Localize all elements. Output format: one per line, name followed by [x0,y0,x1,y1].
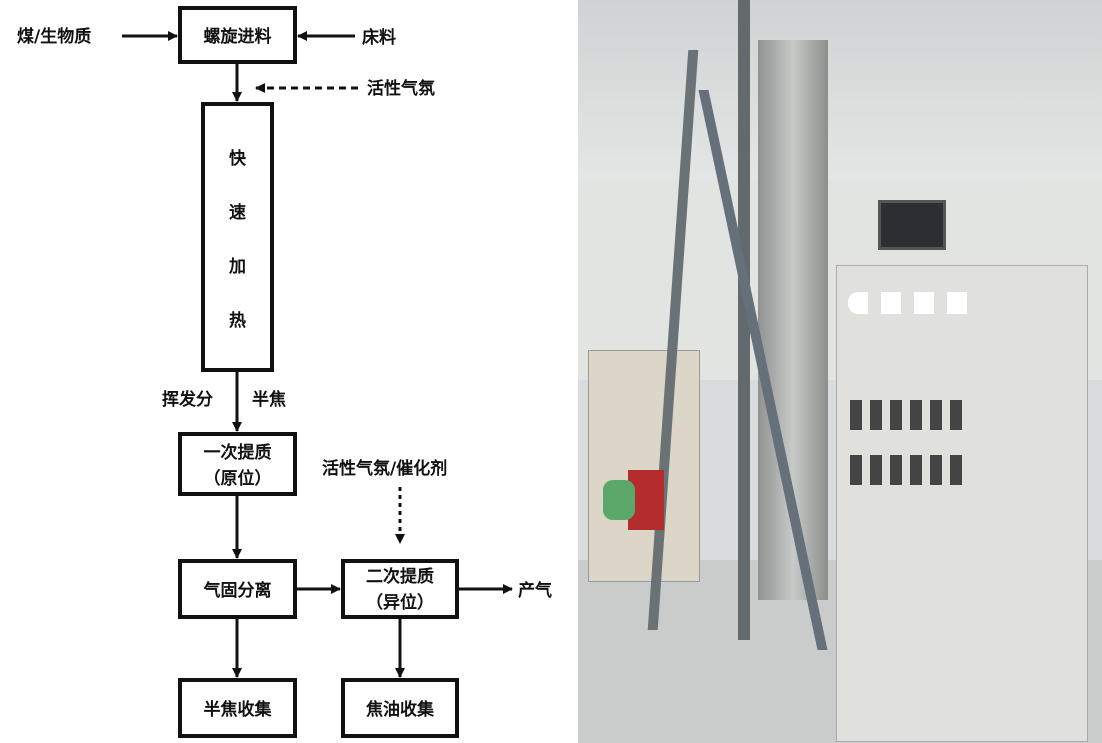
gauges [848,292,978,314]
primary-upgrade-line1: 一次提质 [204,442,272,463]
box-tar-collection [341,678,459,738]
label-product-gas: 产气 [518,580,552,601]
secondary-upgrade-line1: 二次提质 [366,566,434,587]
left-cabinet [588,350,700,582]
label-atmosphere-catalyst: 活性气氛/催化剂 [322,458,447,479]
controllers-row1 [850,400,970,430]
fast-heating-char-2: 速 [229,202,246,223]
label-bed-material: 床料 [362,27,396,48]
box-char-collection-label: 半焦收集 [204,699,273,720]
label-active-atmosphere: 活性气氛 [367,78,435,99]
box-screw-feed-label: 螺旋进料 [204,26,272,47]
control-cabinet [836,265,1088,742]
equipment-photo [578,0,1102,743]
label-volatiles: 挥发分 [162,389,213,410]
box-char-collection [178,678,297,738]
fast-heating-char-1: 快 [229,148,247,169]
fast-heating-char-4: 热 [229,310,246,331]
box-tar-collection-label: 焦油收集 [365,699,435,720]
secondary-upgrade-line2: （异位） [366,592,434,613]
green-cylinder [603,480,635,520]
control-monitor [878,200,946,250]
controllers-row2 [850,455,970,485]
fast-heating-char-3: 加 [228,257,246,277]
label-coal-biomass: 煤/生物质 [17,26,91,47]
label-char: 半焦 [252,389,286,410]
frame-right [738,0,750,640]
process-flowchart: 煤/生物质 床料 活性气氛 螺旋进料 快 速 加 热 挥发分 半焦 一次提质 （… [17,6,552,738]
primary-upgrade-line2: （原位） [204,468,272,489]
box-separation-label: 气固分离 [203,580,272,601]
